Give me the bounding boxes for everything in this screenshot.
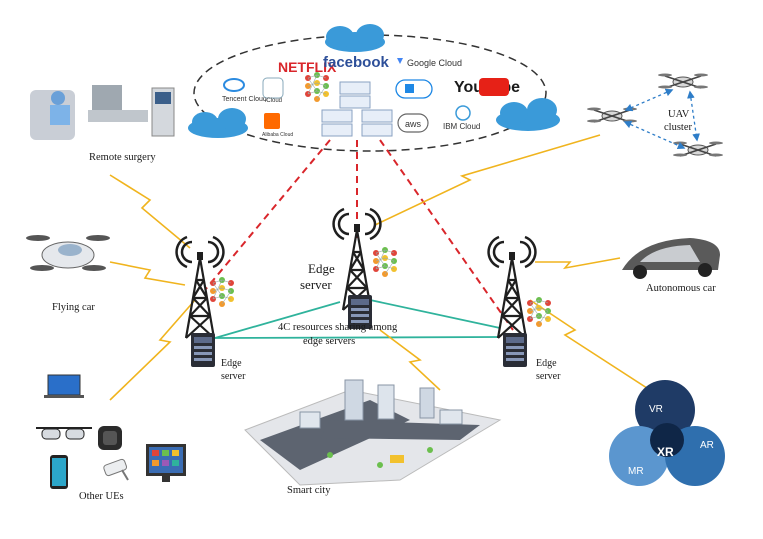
facebook-logo: facebook [323, 54, 390, 71]
cloud-icon [325, 24, 385, 52]
edge-server-left-label: server [221, 371, 246, 382]
autonomous-car-label: Autonomous car [646, 283, 716, 294]
netflix-logo: NETFLIX [278, 59, 337, 75]
cloud-icon [188, 108, 248, 138]
wireless-link [109, 174, 191, 249]
sharing-label: edge servers [303, 336, 355, 347]
drone-icon [672, 140, 724, 158]
xr-circle [650, 423, 684, 457]
ai-model-icon [304, 71, 330, 103]
smart-city-icon [244, 379, 502, 486]
aws-logo: aws [405, 119, 422, 129]
uav-cluster-label: cluster [664, 122, 692, 133]
flying-car-label: Flying car [52, 302, 95, 313]
drone-icon [657, 72, 709, 90]
autonomous-car-icon [622, 238, 720, 279]
edge-server-right-label: server [536, 371, 561, 382]
tencent-cloud-icon [223, 78, 245, 92]
backhaul-link [379, 139, 514, 331]
edge-server-icon [503, 333, 527, 367]
edge-server-center-label: Edge [308, 261, 335, 276]
ar-label: AR [700, 440, 714, 451]
alibaba-cloud-icon [264, 113, 280, 129]
icloud-icon [262, 77, 284, 99]
ibm-cloud-logo: IBM Cloud [443, 122, 480, 131]
smart-tv-icon [146, 444, 186, 482]
azure-cloud-icon [395, 79, 433, 99]
smartwatch-icon [98, 426, 122, 450]
cloud-servers-icon [321, 81, 393, 137]
security-camera-icon [103, 458, 129, 481]
ibm-cloud-icon [455, 105, 471, 121]
wireless-link [374, 134, 601, 226]
wireless-link [109, 299, 196, 401]
uav-cluster-label: UAV [668, 109, 690, 120]
cloud-region: NETFLIX facebook Google Cloud YouTube Te… [188, 24, 560, 152]
wireless-link [379, 329, 441, 391]
edge-server-icon [191, 333, 215, 367]
ai-model-icon [209, 276, 235, 308]
mr-label: MR [628, 466, 644, 477]
xr-label: XR [657, 445, 674, 459]
smartphone-icon [50, 455, 68, 489]
backhaul-link [204, 139, 331, 291]
flying-car-icon [26, 235, 110, 271]
remote-surgery-icon [30, 85, 175, 140]
sharing-links [214, 299, 501, 339]
wireless-link [535, 257, 621, 270]
cloud-icon [496, 98, 560, 131]
alibaba-cloud-logo: Alibaba Cloud [262, 132, 293, 138]
youtube-badge-icon [479, 78, 509, 96]
edge-server-left-label: Edge [221, 358, 242, 369]
uav-cluster [586, 72, 724, 158]
wireless-link [529, 299, 651, 391]
smart-glasses-icon [36, 427, 92, 440]
other-ues-group [36, 374, 186, 489]
sharing-link [214, 301, 341, 339]
google-cloud-icon [397, 58, 403, 64]
aws-icon: aws [397, 113, 429, 133]
base-station-tower-icon [487, 235, 537, 340]
other-ues-label: Other UEs [79, 491, 124, 502]
sharing-label: 4C resources sharing among [278, 322, 398, 333]
wireless-links [109, 134, 651, 401]
remote-surgery-label: Remote surgery [89, 152, 156, 163]
edge-server-center-label: server [300, 277, 332, 292]
google-cloud-logo: Google Cloud [407, 58, 462, 68]
smart-city-label: Smart city [287, 485, 331, 496]
drone-icon [586, 106, 638, 124]
sharing-link [369, 299, 501, 329]
wireless-link [109, 261, 186, 286]
ai-model-icon [372, 246, 398, 278]
ai-model-icon [526, 296, 552, 328]
tencent-cloud-logo: Tencent Cloud [222, 96, 267, 103]
vr-label: VR [649, 404, 663, 415]
backhaul-links [204, 139, 514, 331]
icloud-logo: iCloud [265, 98, 282, 104]
laptop-icon [44, 374, 84, 398]
vr-circle [635, 380, 695, 440]
edge-server-right-label: Edge [536, 358, 557, 369]
sharing-link [214, 336, 501, 339]
xr-venn-diagram: VR AR MR XR [609, 380, 725, 486]
